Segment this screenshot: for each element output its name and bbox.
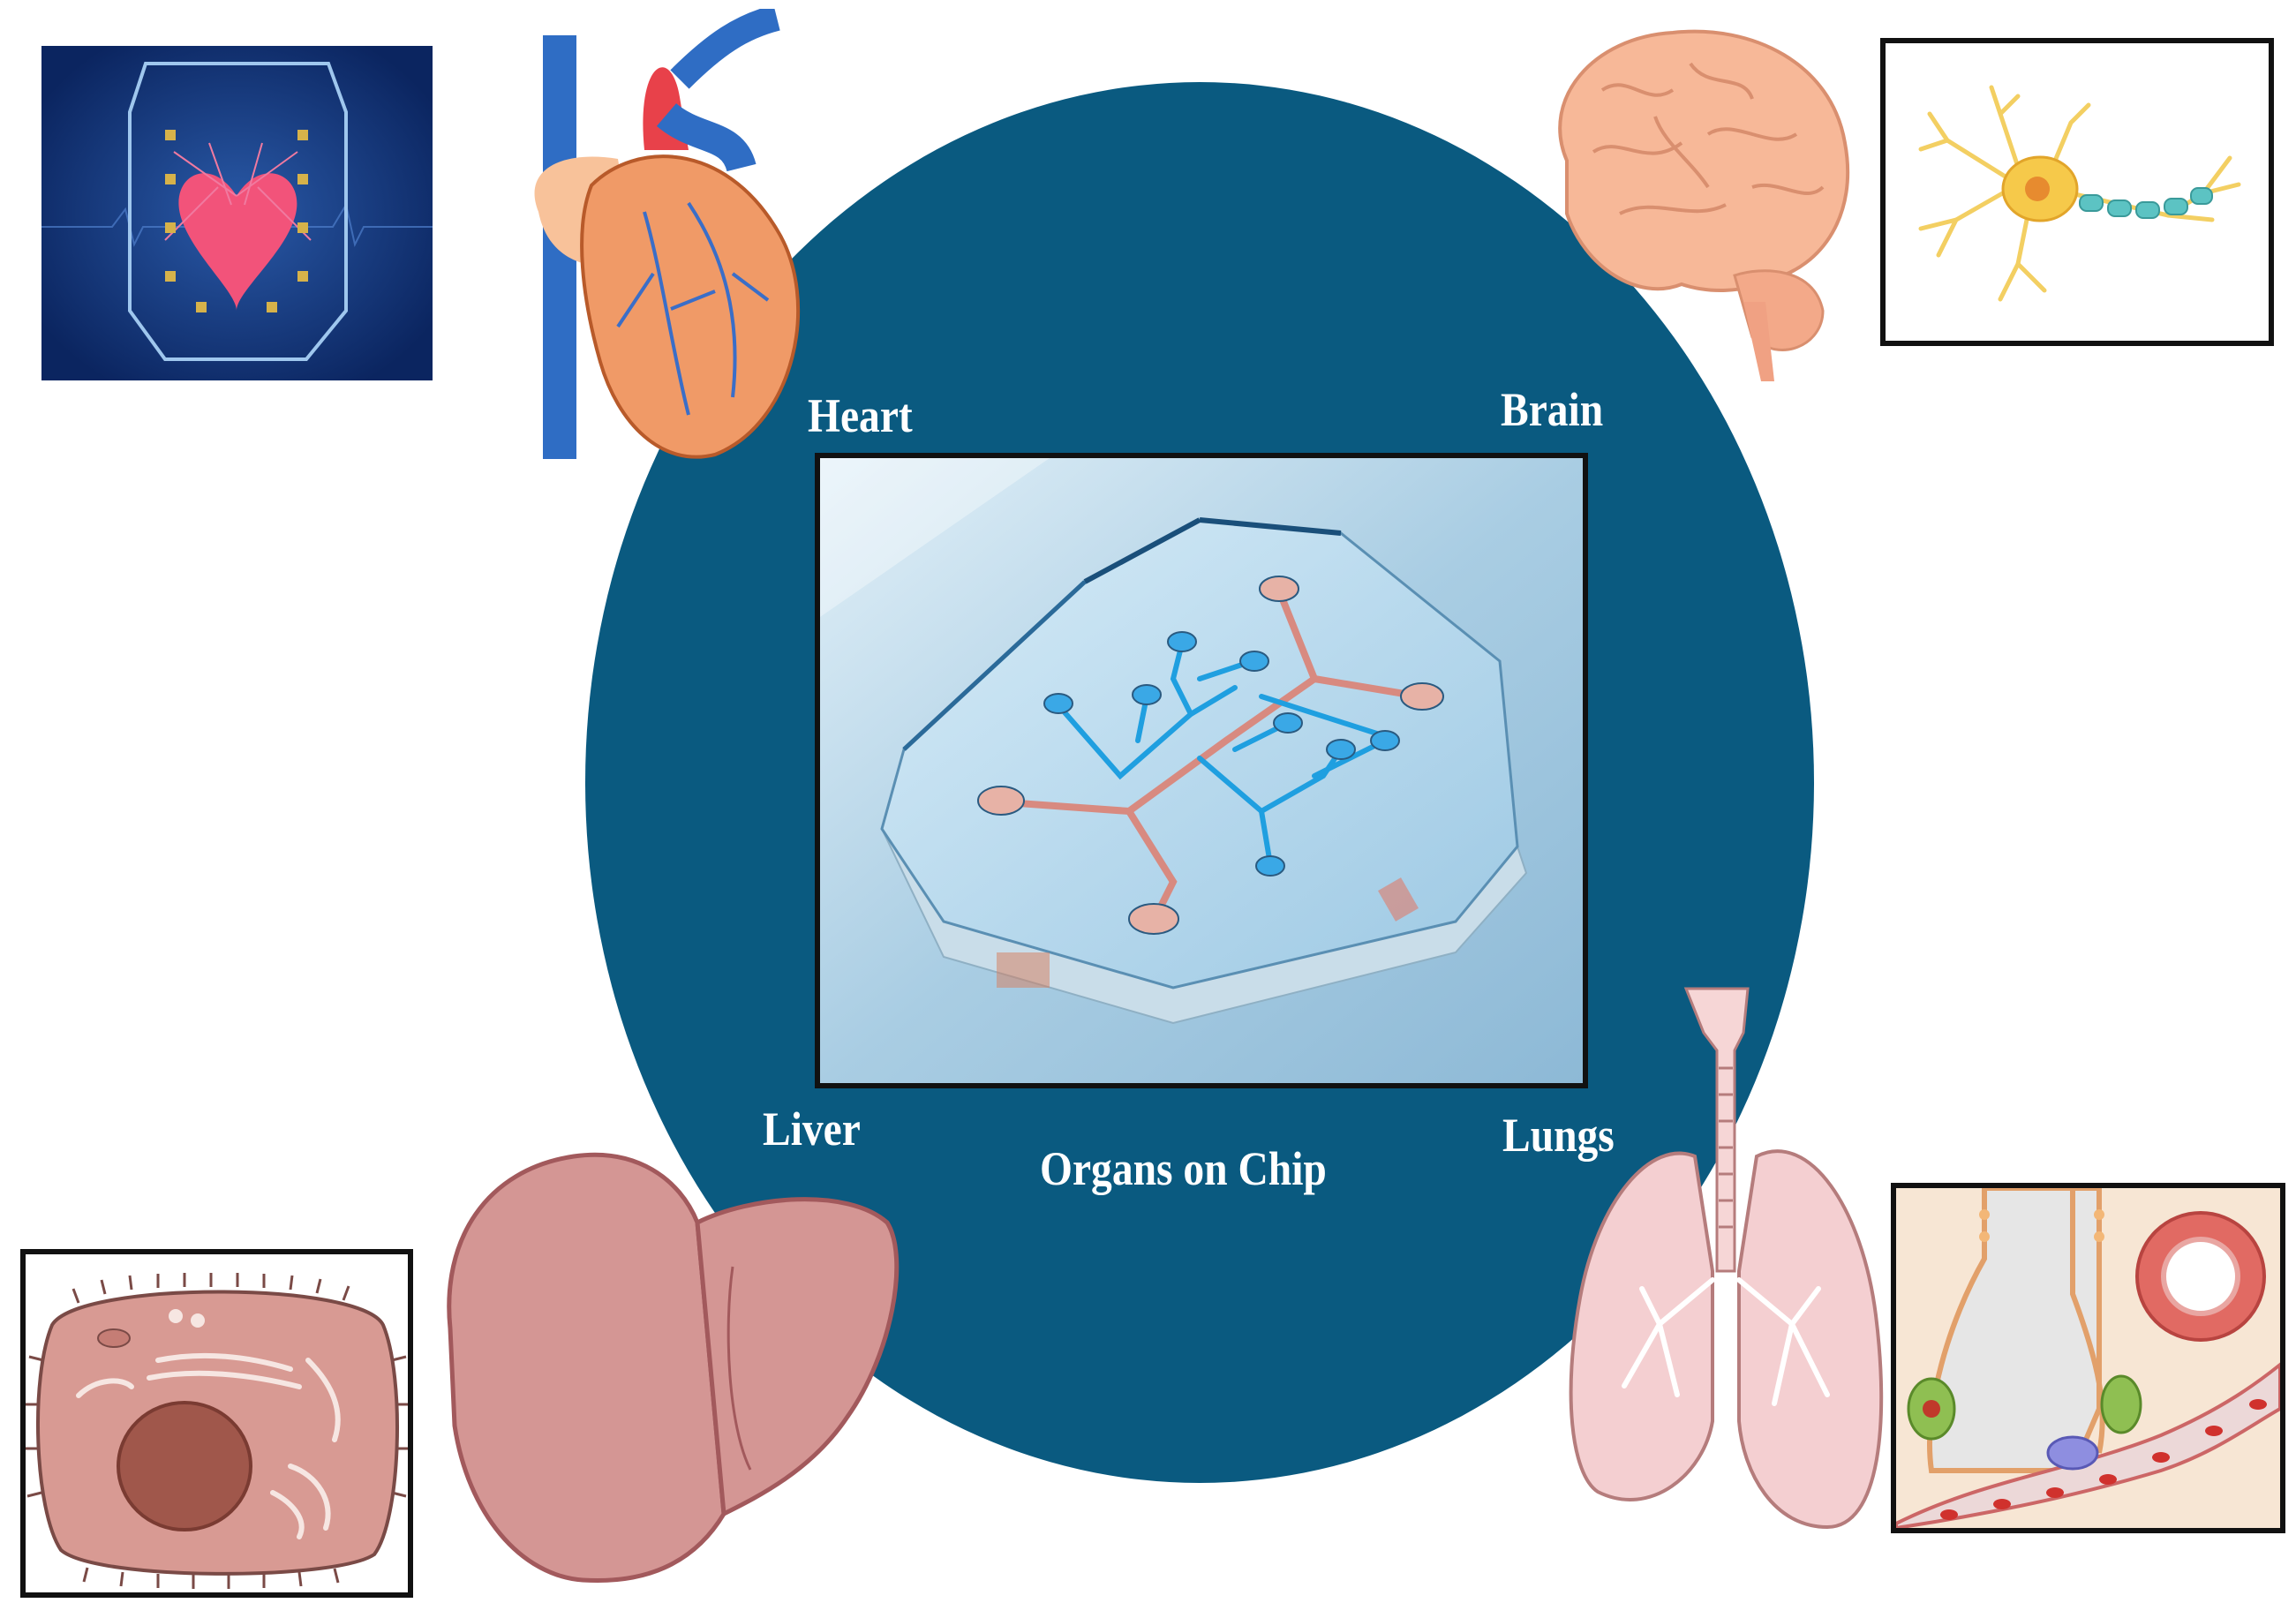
hepatocyte-icon xyxy=(26,1273,408,1589)
diagram-title: Organs on Chip xyxy=(1040,1142,1327,1195)
chip-image-frame xyxy=(815,453,1588,1088)
liver-illustration xyxy=(433,1134,909,1593)
lungs-illustration xyxy=(1562,980,1889,1580)
microfluidic-chip-icon xyxy=(820,458,1583,1083)
heart-chip-icon xyxy=(41,46,433,380)
brain-icon xyxy=(1558,29,1850,381)
lungs-icon xyxy=(1569,987,1884,1530)
label-brain: Brain xyxy=(1501,383,1604,436)
liver-icon xyxy=(447,1152,900,1584)
hepatocyte-image-frame xyxy=(20,1249,413,1598)
brain-illustration xyxy=(1532,11,1867,390)
neuron-icon xyxy=(1918,85,2241,302)
label-liver: Liver xyxy=(763,1102,861,1155)
alveolus-image-frame xyxy=(1891,1183,2285,1533)
label-lungs: Lungs xyxy=(1502,1109,1615,1162)
neuron-image-frame xyxy=(1880,38,2274,346)
heart-illustration xyxy=(512,9,812,468)
alveolus-icon xyxy=(1896,1188,2280,1528)
heart-icon xyxy=(534,9,801,459)
heart-chip-image xyxy=(41,46,433,380)
label-heart: Heart xyxy=(808,389,913,442)
